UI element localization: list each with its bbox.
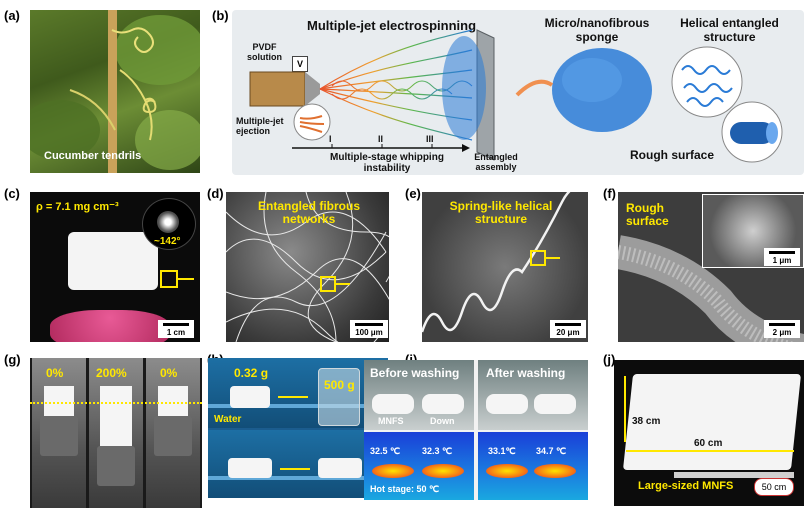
sponge-bottom-right: [318, 458, 362, 478]
arrow-h-right: [278, 396, 308, 398]
hotspot-4: [534, 464, 576, 478]
title-helical: Helical entangled structure: [680, 16, 779, 44]
height-arrow: [624, 376, 626, 442]
hotspot-2: [422, 464, 464, 478]
width-label: 60 cm: [694, 438, 723, 449]
rough-fiber: [618, 235, 804, 342]
label-g: (g): [4, 352, 21, 367]
title-sponge: Micro/nanofibrous sponge: [544, 16, 650, 44]
mass-label: 0.32 g: [234, 366, 269, 380]
reference-line: [30, 402, 202, 404]
scalebar-c: 1 cm: [158, 320, 194, 338]
panel-f-caption: Rough surface: [626, 201, 669, 228]
width-arrow: [626, 450, 794, 452]
panel-e-sem: Spring-like helical structure 20 μm: [422, 192, 588, 342]
arrow-h-left: [280, 468, 310, 470]
label-d: (d): [207, 186, 224, 201]
sample-1: [44, 386, 74, 416]
sample-2: [100, 386, 132, 446]
before-label: Before washing: [370, 366, 460, 380]
panel-d-sem: Entangled fibrous networks 100 μm: [226, 192, 389, 342]
title-electrospinning: Multiple-jet electrospinning: [307, 18, 477, 33]
scalebar-f-inset: 1 μm: [764, 248, 800, 266]
fiber-network: [226, 192, 389, 342]
temp-2: 32.3 ℃: [422, 446, 453, 456]
contact-angle-inset: [142, 198, 196, 250]
clamp-2: [97, 446, 135, 486]
sponge-top: [230, 386, 270, 408]
droplet: [157, 211, 179, 233]
strain-mid: 200%: [96, 366, 127, 380]
weight-jar: [318, 368, 360, 426]
hotspot-1: [372, 464, 414, 478]
panel-j-caption: Large-sized MNFS: [638, 480, 734, 492]
zoom-arrow-e: [544, 257, 560, 259]
label-j: (j): [603, 352, 616, 367]
strain-right: 0%: [160, 366, 178, 380]
panel-c-photo: ρ = 7.1 mg cm⁻³ ~142° 1 cm: [30, 192, 200, 342]
weight-label: 500 g: [324, 378, 355, 392]
after-label: After washing: [486, 366, 566, 380]
label-f: (f): [603, 186, 616, 201]
temp-4: 34.7 ℃: [536, 446, 567, 456]
panel-e-caption: Spring-like helical structure: [449, 199, 553, 226]
panel-g-photos: 0% 200% 0%: [30, 358, 202, 508]
sponge-bottom-left: [228, 458, 272, 478]
schematic-drawing: [249, 29, 783, 163]
hotspot-3: [486, 464, 528, 478]
pvdf-label: PVDF solution: [247, 42, 282, 62]
scalebar-d: 100 μm: [350, 320, 388, 338]
label-a: (a): [4, 8, 20, 23]
down-sample-after: [534, 394, 576, 414]
whipping-label: Multiple-stage whipping instability: [330, 152, 444, 174]
multijet-label: Multiple-jet ejection: [236, 116, 284, 136]
panel-i-photos: Before washing After washing MNFS Down 3…: [364, 360, 588, 500]
sponge-block: [68, 232, 158, 290]
panel-d-caption: Entangled fibrous networks: [258, 199, 360, 226]
flower-base: [50, 310, 170, 342]
panel-f-sem: Rough surface 1 μm 2 μm: [618, 192, 804, 342]
water-label: Water: [214, 414, 242, 425]
sample-3: [158, 386, 188, 416]
zoom-arrow-d: [334, 283, 350, 285]
water-surface-bottom: [208, 476, 388, 480]
contact-angle: ~142°: [154, 236, 181, 247]
label-b: (b): [212, 8, 229, 23]
temp-1: 32.5 ℃: [370, 446, 401, 456]
stage-I: I: [329, 134, 332, 144]
mnfs-sample-after: [486, 394, 528, 414]
water-surface-top: [208, 404, 388, 408]
label-c: (c): [4, 186, 20, 201]
strain-left: 0%: [46, 366, 64, 380]
hot-stage-label: Hot stage: 50 ℃: [370, 484, 440, 494]
down-label: Down: [430, 416, 455, 426]
clamp-3: [154, 416, 192, 456]
zoom-arrow-c: [176, 278, 194, 280]
scale-badge-j: 50 cm: [754, 478, 794, 496]
entangled-label: Entangled assembly: [474, 152, 518, 172]
density-label: ρ = 7.1 mg cm⁻³: [36, 201, 119, 213]
stage-II: II: [378, 134, 384, 144]
down-sample-before: [422, 394, 464, 414]
panel-b-schematic: Multiple-jet electrospinning Micro/nanof…: [232, 10, 804, 175]
helix-fiber: [422, 192, 571, 333]
clamp-1: [40, 416, 78, 456]
label-e: (e): [405, 186, 421, 201]
rough-label: Rough surface: [630, 148, 715, 162]
ruler: [674, 472, 794, 478]
panel-j-photo: 38 cm 60 cm Large-sized MNFS 50 cm: [614, 360, 804, 506]
voltage-label: V: [296, 59, 303, 69]
tendril-illustration: [30, 10, 200, 173]
height-label: 38 cm: [632, 416, 661, 427]
temp-3: 33.1℃: [488, 446, 516, 456]
panel-a-caption: Cucumber tendrils: [44, 150, 142, 162]
scale-label-j: 50 cm: [761, 482, 787, 492]
mnfs-sample-before: [372, 394, 414, 414]
mnfs-label: MNFS: [378, 416, 404, 426]
scalebar-e: 20 μm: [550, 320, 586, 338]
scalebar-f: 2 μm: [764, 320, 800, 338]
panel-a-photo: Cucumber tendrils: [30, 10, 200, 173]
stage-III: III: [426, 134, 434, 144]
panel-h-photos: 0.32 g 500 g Water: [208, 358, 388, 498]
